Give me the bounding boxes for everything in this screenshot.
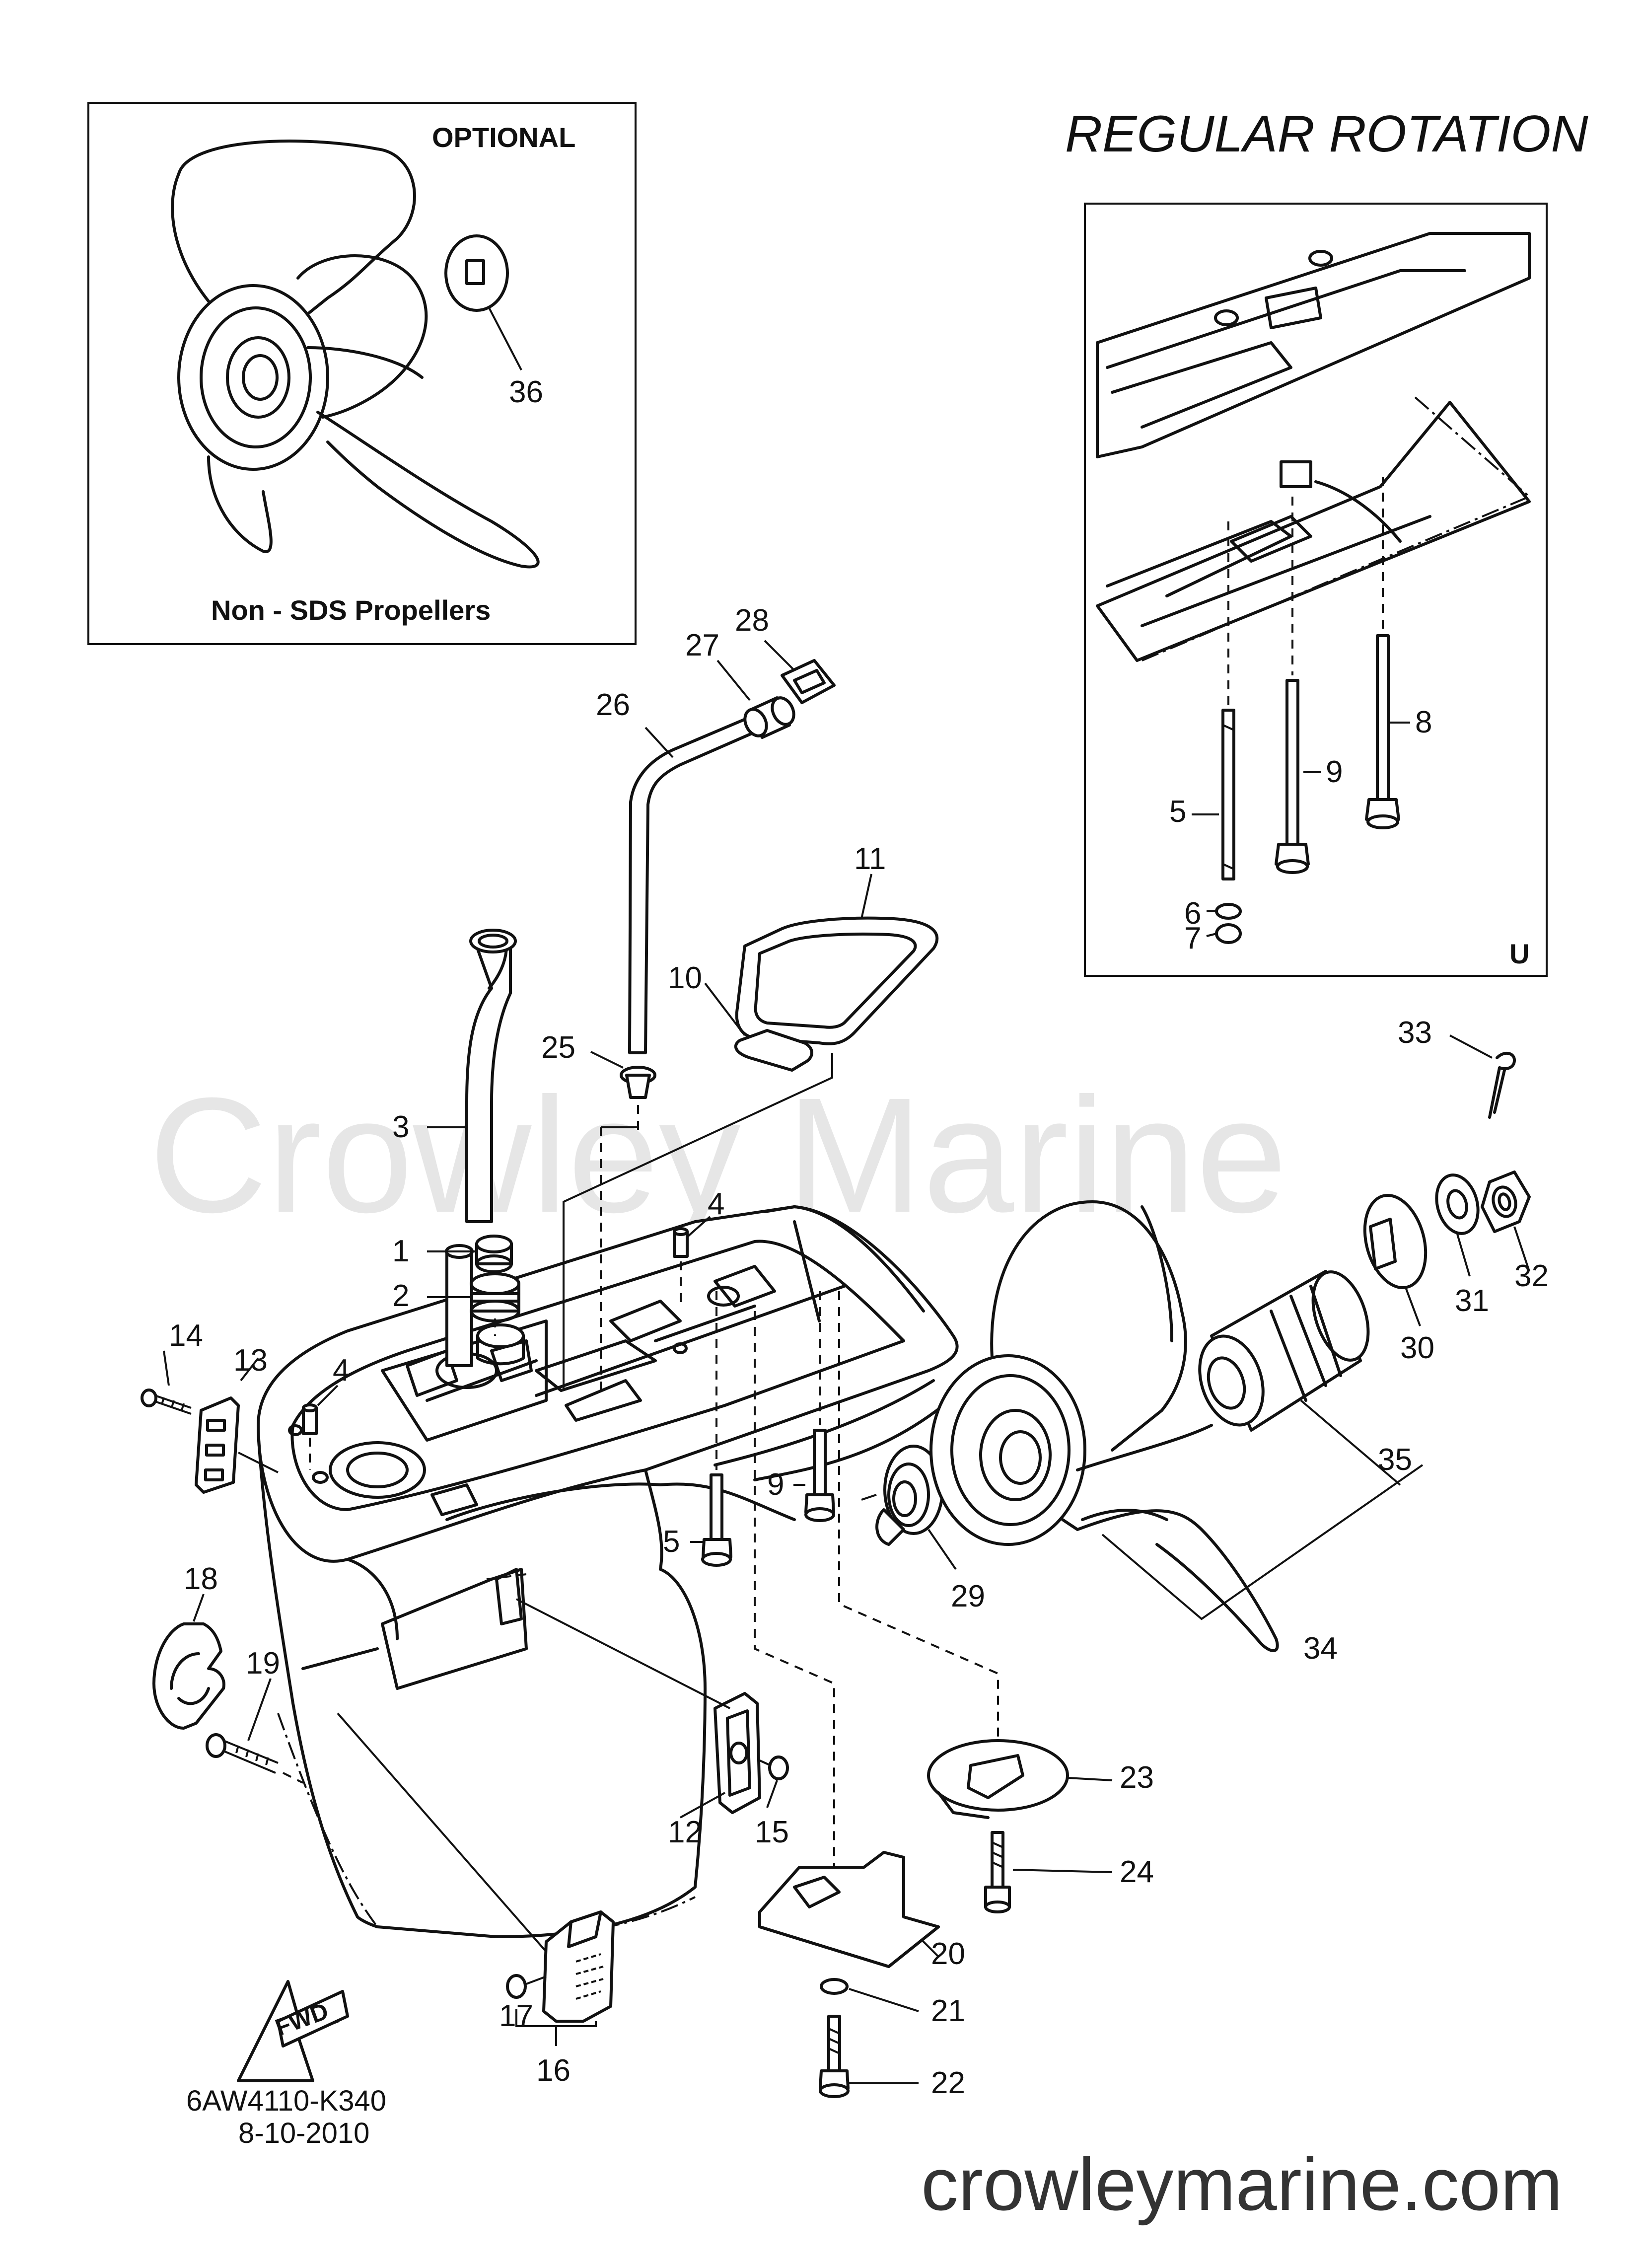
part-30-washer xyxy=(1363,1194,1428,1289)
callout-10: 10 xyxy=(668,961,702,995)
part-24-bolt xyxy=(984,1831,1011,1913)
callout-16: 16 xyxy=(536,2053,571,2088)
part-34-propeller xyxy=(929,1200,1279,1652)
callout-18: 18 xyxy=(184,1562,218,1596)
lower-case-housing xyxy=(257,1205,959,1938)
callout-labels: 1 2 3 4 4 5 5 6 7 8 9 9 10 11 12 13 14 1… xyxy=(169,375,1549,2100)
drawing-date: 8-10-2010 xyxy=(238,2117,369,2149)
callout-19: 19 xyxy=(246,1646,280,1681)
part-1-grommet xyxy=(475,1235,513,1273)
fwd-arrow-icon: FWD xyxy=(237,1980,349,2082)
inset-lower-case-section xyxy=(1096,232,1531,662)
part-12-anode xyxy=(714,1692,761,1814)
callout-6: 6 xyxy=(1184,896,1201,931)
part-4-dowel-left xyxy=(302,1403,318,1435)
part-25-grommet xyxy=(620,1066,656,1099)
part-20-anode xyxy=(758,1851,940,1968)
part-16-anode xyxy=(542,1910,615,2023)
part-10-seal xyxy=(734,1029,813,1072)
callout-20: 20 xyxy=(931,1937,965,1971)
part-5-bolt-main xyxy=(701,1473,732,1567)
callout-26: 26 xyxy=(596,688,630,722)
part-21-washer xyxy=(820,1978,849,1995)
diagram-title: REGULAR ROTATION xyxy=(1065,105,1588,163)
part-9-bolt-inset xyxy=(1275,679,1310,874)
callout-24: 24 xyxy=(1120,1855,1154,1889)
callout-11: 11 xyxy=(854,842,886,876)
part-8-bolt-inset xyxy=(1365,634,1400,829)
callout-25: 25 xyxy=(541,1030,575,1065)
website-text: crowleymarine.com xyxy=(921,2142,1563,2226)
callout-35: 35 xyxy=(1378,1443,1412,1477)
part-32-nut xyxy=(1481,1171,1531,1233)
part-2-seal xyxy=(470,1272,520,1322)
callout-14: 14 xyxy=(169,1318,203,1353)
optional-box: OPTIONAL Non - SDS Propellers xyxy=(87,102,637,645)
part-11-seal xyxy=(735,916,939,1045)
callout-7: 7 xyxy=(1184,921,1201,955)
callout-17: 17 xyxy=(499,1999,533,2033)
part-14-screw xyxy=(141,1389,192,1415)
callout-27: 27 xyxy=(685,628,719,662)
part-31-washer xyxy=(1435,1173,1480,1235)
callout-31: 31 xyxy=(1455,1284,1489,1318)
callout-2: 2 xyxy=(392,1279,409,1313)
part-7-nut xyxy=(1215,923,1242,944)
inset-corner-mark: U xyxy=(1509,938,1529,969)
part-18-bracket xyxy=(152,1622,225,1730)
optional-heading: OPTIONAL xyxy=(432,122,575,153)
part-17-nut xyxy=(506,1974,527,1999)
inset-box: U xyxy=(1084,203,1548,977)
callout-3: 3 xyxy=(392,1110,409,1144)
callout-22: 22 xyxy=(931,2066,965,2100)
callout-8: 8 xyxy=(1415,705,1432,739)
part-28-clip xyxy=(781,659,836,704)
callout-32: 32 xyxy=(1514,1259,1549,1293)
callout-13: 13 xyxy=(233,1343,268,1378)
callout-1: 1 xyxy=(392,1234,409,1268)
part-35-spacer xyxy=(1198,1270,1370,1432)
part-5-stud-inset xyxy=(1221,709,1235,880)
part-3-water-tube xyxy=(465,929,517,1223)
part-29-thrust-washer xyxy=(875,1445,944,1546)
optional-caption: Non - SDS Propellers xyxy=(211,594,491,626)
callout-33: 33 xyxy=(1398,1016,1432,1050)
callout-34: 34 xyxy=(1303,1631,1338,1666)
drawing-code: 6AW4110-K340 xyxy=(186,2085,386,2117)
inset-box-frame xyxy=(1084,203,1548,977)
part-4-dowel-right xyxy=(673,1227,689,1258)
part-9-bolt-main xyxy=(804,1429,835,1522)
optional-propeller-icon xyxy=(171,140,540,569)
callout-23: 23 xyxy=(1120,1760,1154,1795)
callout-30: 30 xyxy=(1400,1331,1434,1365)
callout-15: 15 xyxy=(755,1815,789,1849)
part-23-plate xyxy=(927,1739,1069,1819)
callout-28: 28 xyxy=(735,603,769,638)
callout-9-main: 9 xyxy=(767,1467,784,1502)
optional-box-frame xyxy=(87,102,637,645)
part-15-nut xyxy=(768,1756,789,1780)
part-27-spacer xyxy=(743,696,795,739)
callout-5-main: 5 xyxy=(663,1525,680,1559)
part-33-cotter-pin xyxy=(1488,1052,1516,1119)
part-22-bolt xyxy=(819,2015,850,2098)
part-13-trim-tab-bracket xyxy=(195,1396,240,1494)
callout-12: 12 xyxy=(668,1815,702,1849)
callout-4-left: 4 xyxy=(333,1353,350,1388)
callout-29: 29 xyxy=(951,1579,985,1613)
callout-21: 21 xyxy=(931,1994,965,2028)
callout-4-right: 4 xyxy=(708,1187,724,1221)
callout-9-inset: 9 xyxy=(1326,755,1343,789)
part-36-spacer xyxy=(444,234,522,370)
part-19-bolt xyxy=(206,1733,279,1774)
part-6-washer xyxy=(1215,903,1242,920)
callout-36: 36 xyxy=(509,375,543,409)
callout-5-inset: 5 xyxy=(1169,795,1186,829)
